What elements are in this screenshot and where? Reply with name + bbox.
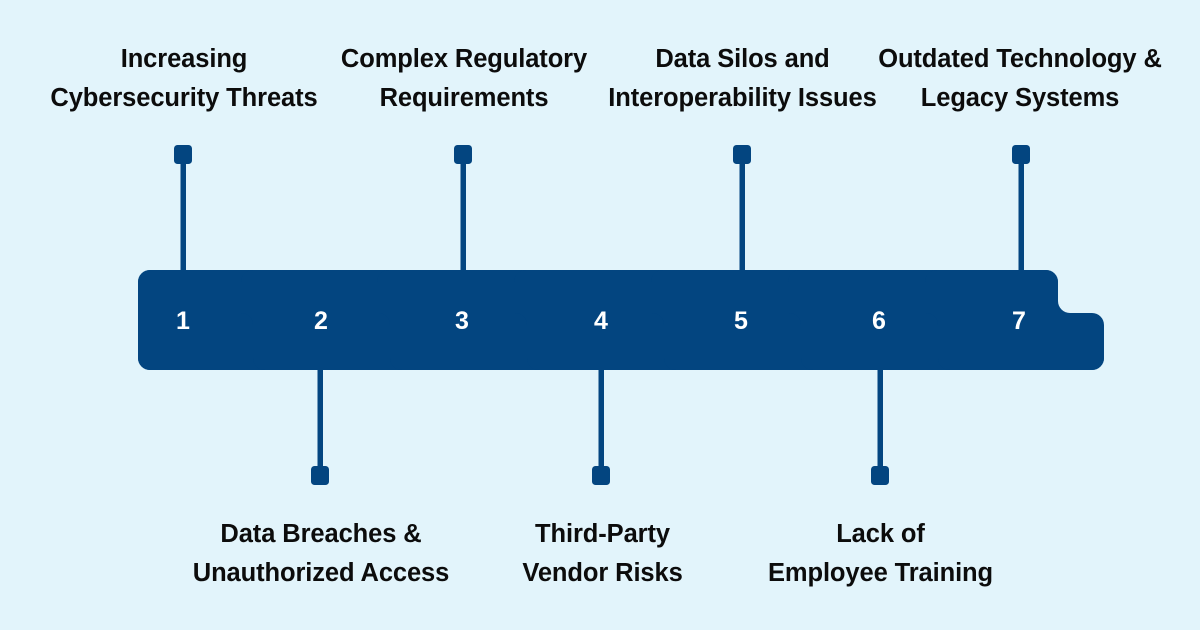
- segment-number-7: 7: [1012, 307, 1026, 335]
- connector-line-5: [739, 160, 745, 272]
- segment-number-3: 3: [455, 307, 469, 335]
- connector-line-4: [598, 360, 604, 472]
- segment-number-4: 4: [594, 307, 608, 335]
- connector-cap-6: [871, 466, 889, 485]
- segment-number-1: 1: [176, 307, 190, 335]
- connector-group-top: [174, 145, 1030, 272]
- segment-label-1: Increasing Cybersecurity Threats: [50, 45, 318, 112]
- segment-label-3: Complex Regulatory Requirements: [340, 45, 588, 112]
- connector-cap-4: [592, 466, 610, 485]
- segment-label-2: Data Breaches & Unauthorized Access: [192, 520, 450, 587]
- connector-cap-5: [733, 145, 751, 164]
- connector-line-3: [460, 160, 466, 272]
- segment-number-6: 6: [872, 307, 886, 335]
- segment-label-4: Third-Party Vendor Risks: [522, 520, 683, 587]
- segment-number-2: 2: [314, 307, 328, 335]
- connector-cap-7: [1012, 145, 1030, 164]
- connector-cap-2: [311, 466, 329, 485]
- segment-label-7: Outdated Technology & Legacy Systems: [878, 45, 1162, 112]
- connector-cap-3: [454, 145, 472, 164]
- connector-line-1: [180, 160, 186, 272]
- segment-label-5: Data Silos and Interoperability Issues: [608, 45, 877, 112]
- segment-label-6: Lack of Employee Training: [767, 520, 994, 587]
- connector-line-7: [1018, 160, 1024, 272]
- connector-group-bottom: [311, 360, 889, 485]
- segment-number-5: 5: [734, 307, 748, 335]
- segment-numbers: 1 2 3 4 5 6 7: [176, 307, 1026, 335]
- connector-cap-1: [174, 145, 192, 164]
- connector-line-6: [877, 360, 883, 472]
- connector-line-2: [317, 360, 323, 472]
- bar-silhouette: [138, 270, 1104, 370]
